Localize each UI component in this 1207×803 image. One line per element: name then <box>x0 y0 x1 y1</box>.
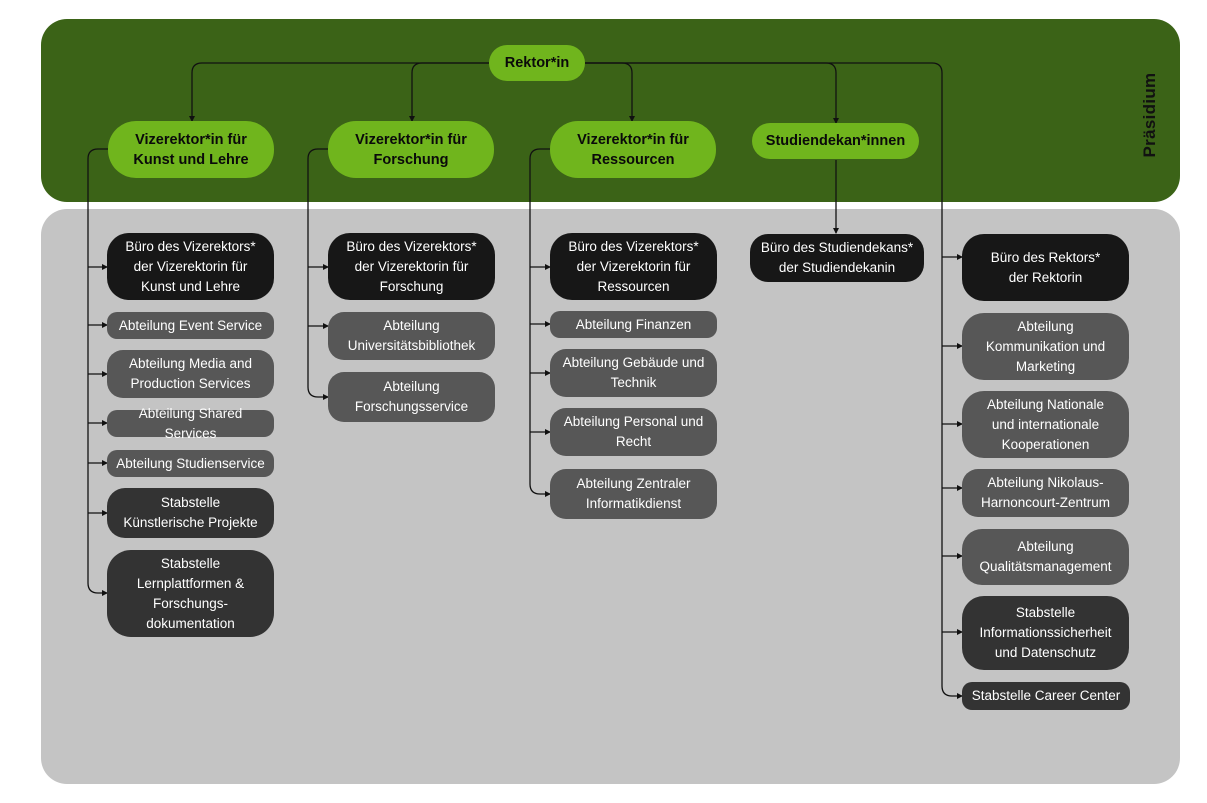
department-zentraler-informatikdienst: Abteilung Zentraler Informatikdienst <box>550 469 717 519</box>
office-vice-rector-kunst-lehre: Büro des Vizerektors* der Vizerektorin f… <box>107 233 274 300</box>
staff-unit-lernplattformen: Stabstelle Lernplattformen & Forschungs-… <box>107 550 274 637</box>
vice-rector-ressourcen-box: Vizerektor*in für Ressourcen <box>550 121 716 178</box>
staff-unit-career-center: Stabstelle Career Center <box>962 682 1130 710</box>
rector-box: Rektor*in <box>489 45 585 81</box>
department-finanzen: Abteilung Finanzen <box>550 311 717 338</box>
department-personal-recht: Abteilung Personal und Recht <box>550 408 717 456</box>
office-vice-rector-ressourcen: Büro des Vizerektors* der Vizerektorin f… <box>550 233 717 300</box>
connector-column-kunst <box>87 148 108 596</box>
vice-rector-forschung-box: Vizerektor*in für Forschung <box>328 121 494 178</box>
office-vice-rector-forschung: Büro des Vizerektors* der Vizerektorin f… <box>328 233 495 300</box>
vice-rector-kunst-lehre-box: Vizerektor*in für Kunst und Lehre <box>108 121 274 178</box>
department-nikolaus-harnoncourt-zentrum: Abteilung Nikolaus- Harnoncourt-Zentrum <box>962 469 1129 517</box>
office-rector: Büro des Rektors* der Rektorin <box>962 234 1129 301</box>
connector-column-ressourcen <box>529 148 551 497</box>
department-universitaetsbibliothek: Abteilung Universitätsbibliothek <box>328 312 495 360</box>
department-media-production: Abteilung Media and Production Services <box>107 350 274 398</box>
department-event-service: Abteilung Event Service <box>107 312 274 339</box>
connector-rector-office <box>585 62 963 699</box>
studiendekan-box: Studiendekan*innen <box>752 123 919 159</box>
department-qualitaetsmanagement: Abteilung Qualitätsmanagement <box>962 529 1129 585</box>
staff-unit-informationssicherheit: Stabstelle Informationssicherheit und Da… <box>962 596 1129 670</box>
department-studienservice: Abteilung Studienservice <box>107 450 274 477</box>
department-kommunikation-marketing: Abteilung Kommunikation und Marketing <box>962 313 1129 380</box>
connector-rector-ressourcen <box>585 62 635 122</box>
connector-rector-forschung <box>409 62 489 122</box>
department-gebaeude-technik: Abteilung Gebäude und Technik <box>550 349 717 397</box>
office-studiendekan: Büro des Studiendekans* der Studiendekan… <box>750 234 924 282</box>
department-shared-services: Abteilung Shared Services <box>107 406 274 441</box>
staff-unit-kuenstlerische-projekte: Stabstelle Künstlerische Projekte <box>107 488 274 538</box>
connector-column-forschung <box>307 148 329 400</box>
department-forschungsservice: Abteilung Forschungsservice <box>328 372 495 422</box>
connector-rector-kunst <box>189 62 489 122</box>
department-nationale-internationale-kooperationen: Abteilung Nationale und internationale K… <box>962 391 1129 458</box>
connector-rector-studiendekan <box>585 62 839 124</box>
